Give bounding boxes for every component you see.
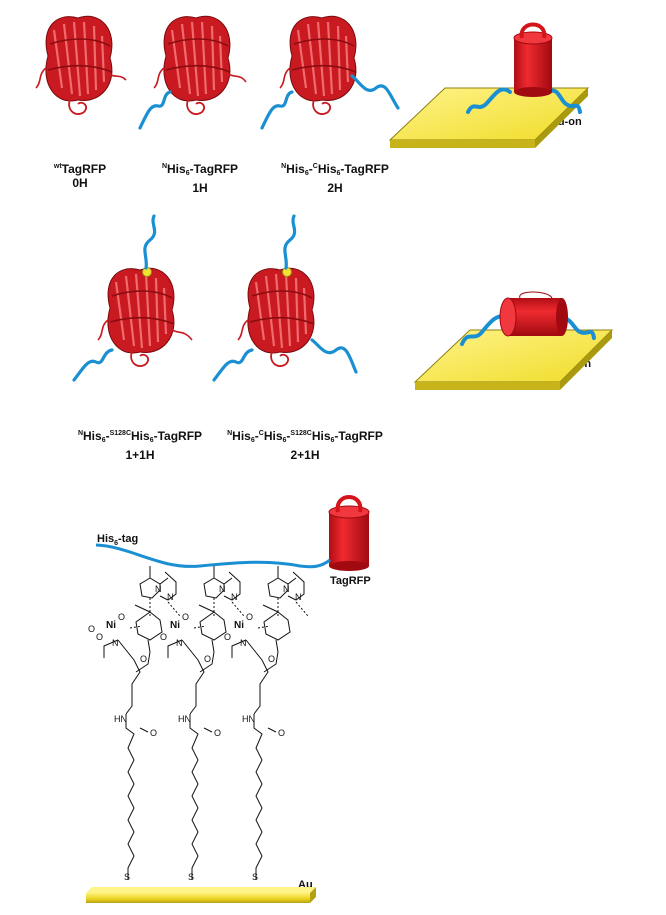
atom-s: S xyxy=(124,872,130,882)
atom-n: N xyxy=(167,592,174,602)
his-tag-1p1h-n xyxy=(72,348,114,382)
atom-o: O xyxy=(246,612,253,622)
side-on-diagram xyxy=(413,291,614,390)
atom-n: N xyxy=(219,584,226,594)
atom-o: O xyxy=(88,624,95,634)
atom-o: O xyxy=(268,654,275,664)
atom-o: O xyxy=(224,632,231,642)
label-nhis-tagrfp: NHis6-TagRFP 1H xyxy=(161,162,239,195)
atom-o: O xyxy=(278,728,285,738)
atom-n: N xyxy=(155,584,162,594)
label-his-tag: His6-tag xyxy=(97,533,139,548)
atom-o: O xyxy=(214,728,221,738)
atom-n: N xyxy=(240,638,247,648)
atom-hn: HN xyxy=(114,714,127,724)
atom-ni: Ni xyxy=(106,620,116,631)
label-nhis-chis-s128chis-tagrfp: NHis6-CHis6-S128CHis6-TagRFP 2+1H xyxy=(227,429,383,462)
end-on-diagram xyxy=(388,22,590,148)
atom-o: O xyxy=(204,654,211,664)
protein-nhis-s128chis-tagrfp xyxy=(96,267,193,368)
atom-n: N xyxy=(112,638,119,648)
atom-n: N xyxy=(295,592,302,602)
his-tag-2p1h-internal xyxy=(283,214,297,270)
label-nhis-s128chis-tagrfp: NHis6-S128CHis6-TagRFP 1+1H xyxy=(77,429,203,462)
his-tag-2h-c xyxy=(350,74,400,110)
atom-ni: Ni xyxy=(234,620,244,631)
label-nhis-chis-tagrfp: NHis6-CHis6-TagRFP 2H xyxy=(281,162,389,195)
protein-nhis-chis-tagrfp xyxy=(278,15,358,116)
protein-nhis-tagrfp xyxy=(152,15,247,116)
atom-s: S xyxy=(252,872,258,882)
label-wt-tagrfp: wtTagRFP 0H xyxy=(53,162,107,190)
atom-o: O xyxy=(96,632,103,642)
his-tag-2h-n xyxy=(260,90,294,130)
atom-o: O xyxy=(160,632,167,642)
atom-ni: Ni xyxy=(170,620,180,631)
surface-scheme: N N Ni O N O O O HN O S N N Ni O N O O H… xyxy=(86,495,370,903)
atom-n: N xyxy=(283,584,290,594)
his-tag-2p1h-n xyxy=(212,348,254,382)
atom-s: S xyxy=(188,872,194,882)
atom-n: N xyxy=(176,638,183,648)
atom-hn: HN xyxy=(178,714,191,724)
protein-wt-tagrfp xyxy=(34,15,127,116)
his-tag-1h xyxy=(138,90,172,130)
label-tagrfp: TagRFP xyxy=(330,575,371,587)
gold-surface xyxy=(86,887,316,903)
his-tag-2p1h-c xyxy=(310,338,358,374)
atom-hn: HN xyxy=(242,714,255,724)
atom-n: N xyxy=(231,592,238,602)
atom-o: O xyxy=(182,612,189,622)
atom-o: O xyxy=(150,728,157,738)
atom-o: O xyxy=(118,612,125,622)
his-tag-1p1h-internal xyxy=(143,214,157,270)
atom-o: O xyxy=(140,654,147,664)
